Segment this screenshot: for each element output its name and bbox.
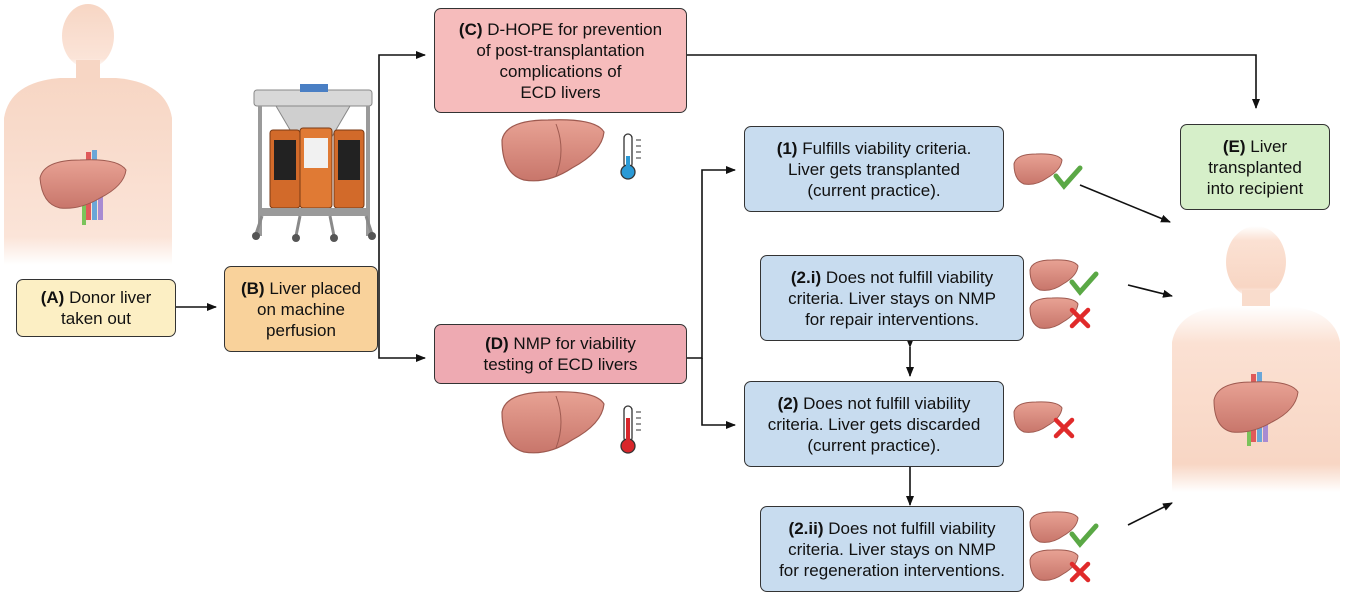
box-b-machine-perfusion: (B) Liver placed on machine perfusion [224,266,378,352]
box-1-line2: Liver gets transplanted [788,159,960,179]
box-a-tag: (A) [40,288,65,307]
box-1-fulfills-criteria: (1) Fulfills viability criteria. Liver g… [744,126,1004,212]
box-d-tag: (D) [485,334,509,353]
box-d-line1: NMP for viability [513,334,636,353]
check-icon [1053,165,1083,190]
box-e-transplanted: (E) Liver transplanted into recipient [1180,124,1330,210]
box-c-line3: complications of [499,61,622,81]
arrow-2i-to-recipient [1127,284,1173,298]
liver-icon-d [501,391,605,454]
donor-liver-icon [39,150,127,225]
box-a-line1: Donor liver [69,288,152,307]
box-d-nmp: (D) NMP for viability testing of ECD liv… [434,324,687,384]
box-b-line1: Liver placed [269,278,361,298]
cross-icon [1069,561,1091,583]
check-icon [1069,271,1099,296]
box-b-line2: on machine [257,299,345,319]
arrow-b-to-c [378,51,426,307]
liver-icon-c [501,119,605,182]
box-c-d-hope: (C) D-HOPE for prevention of post-transp… [434,8,687,113]
box-2i-line2: criteria. Liver stays on NMP [788,288,996,308]
check-icon [1069,523,1099,548]
box-1-line3: (current practice). [807,180,941,200]
cross-icon [1053,417,1075,439]
recipient-body-icon [1172,226,1340,492]
box-c-line4: ECD livers [520,82,601,102]
arrow-b-to-d [378,307,426,362]
cross-icon [1069,307,1091,329]
box-2-discarded: (2) Does not fulfill viability criteria.… [744,381,1004,467]
box-2ii-tag: (2.ii) [788,518,824,538]
liver-check-2ii [1029,511,1099,548]
box-c-line1: D-HOPE for prevention [487,19,663,39]
box-e-line2: transplanted [1208,157,1302,177]
arrow-c-to-e [687,54,1260,109]
warm-thermometer-icon [620,405,641,454]
cold-thermometer-icon [620,133,641,180]
box-c-tag: (C) [458,19,483,39]
box-a-line2: taken out [61,309,131,328]
box-1-tag: (1) [776,138,798,158]
box-2ii-regeneration: (2.ii) Does not fulfill viability criter… [760,506,1024,592]
box-2-line1: Does not fulfill viability [803,393,971,413]
box-e-line3: into recipient [1206,178,1304,198]
box-2i-line1: Does not fulfill viability [825,267,994,287]
arrow-d-to-2 [701,358,736,429]
box-2i-repair: (2.i) Does not fulfill viability criteri… [760,255,1024,341]
arrow-2ii-to-recipient [1127,502,1173,526]
box-2ii-line3: for regeneration interventions. [779,560,1005,580]
liver-cross-2i [1029,297,1091,329]
liver-cross-2 [1013,401,1075,439]
box-e-tag: (E) [1222,136,1246,156]
donor-body-icon [4,4,172,265]
box-2-line3: (current practice). [807,435,941,455]
arrow-1-to-recipient [1079,184,1171,223]
box-2-line2: criteria. Liver gets discarded [767,414,981,434]
liver-check-2i [1029,259,1099,296]
box-2ii-line1: Does not fulfill viability [828,518,996,538]
liver-cross-2ii [1029,549,1091,583]
box-d-line2: testing of ECD livers [483,355,638,374]
arrow-d-to-1 [687,166,736,359]
box-c-line2: of post-transplantation [476,40,645,60]
box-2i-line3: for repair interventions. [805,309,979,329]
box-a-donor-liver: (A) Donor liver taken out [16,279,176,337]
recipient-liver-icon [1213,372,1299,446]
box-1-line1: Fulfills viability criteria. [802,138,972,158]
box-b-tag: (B) [240,278,265,298]
box-e-line1: Liver [1250,136,1288,156]
liver-check-1 [1013,153,1083,190]
box-2i-tag: (2.i) [790,267,822,287]
box-2-tag: (2) [777,393,799,413]
box-2ii-line2: criteria. Liver stays on NMP [788,539,996,559]
box-b-line3: perfusion [266,320,336,340]
perfusion-machine-icon [252,84,376,242]
